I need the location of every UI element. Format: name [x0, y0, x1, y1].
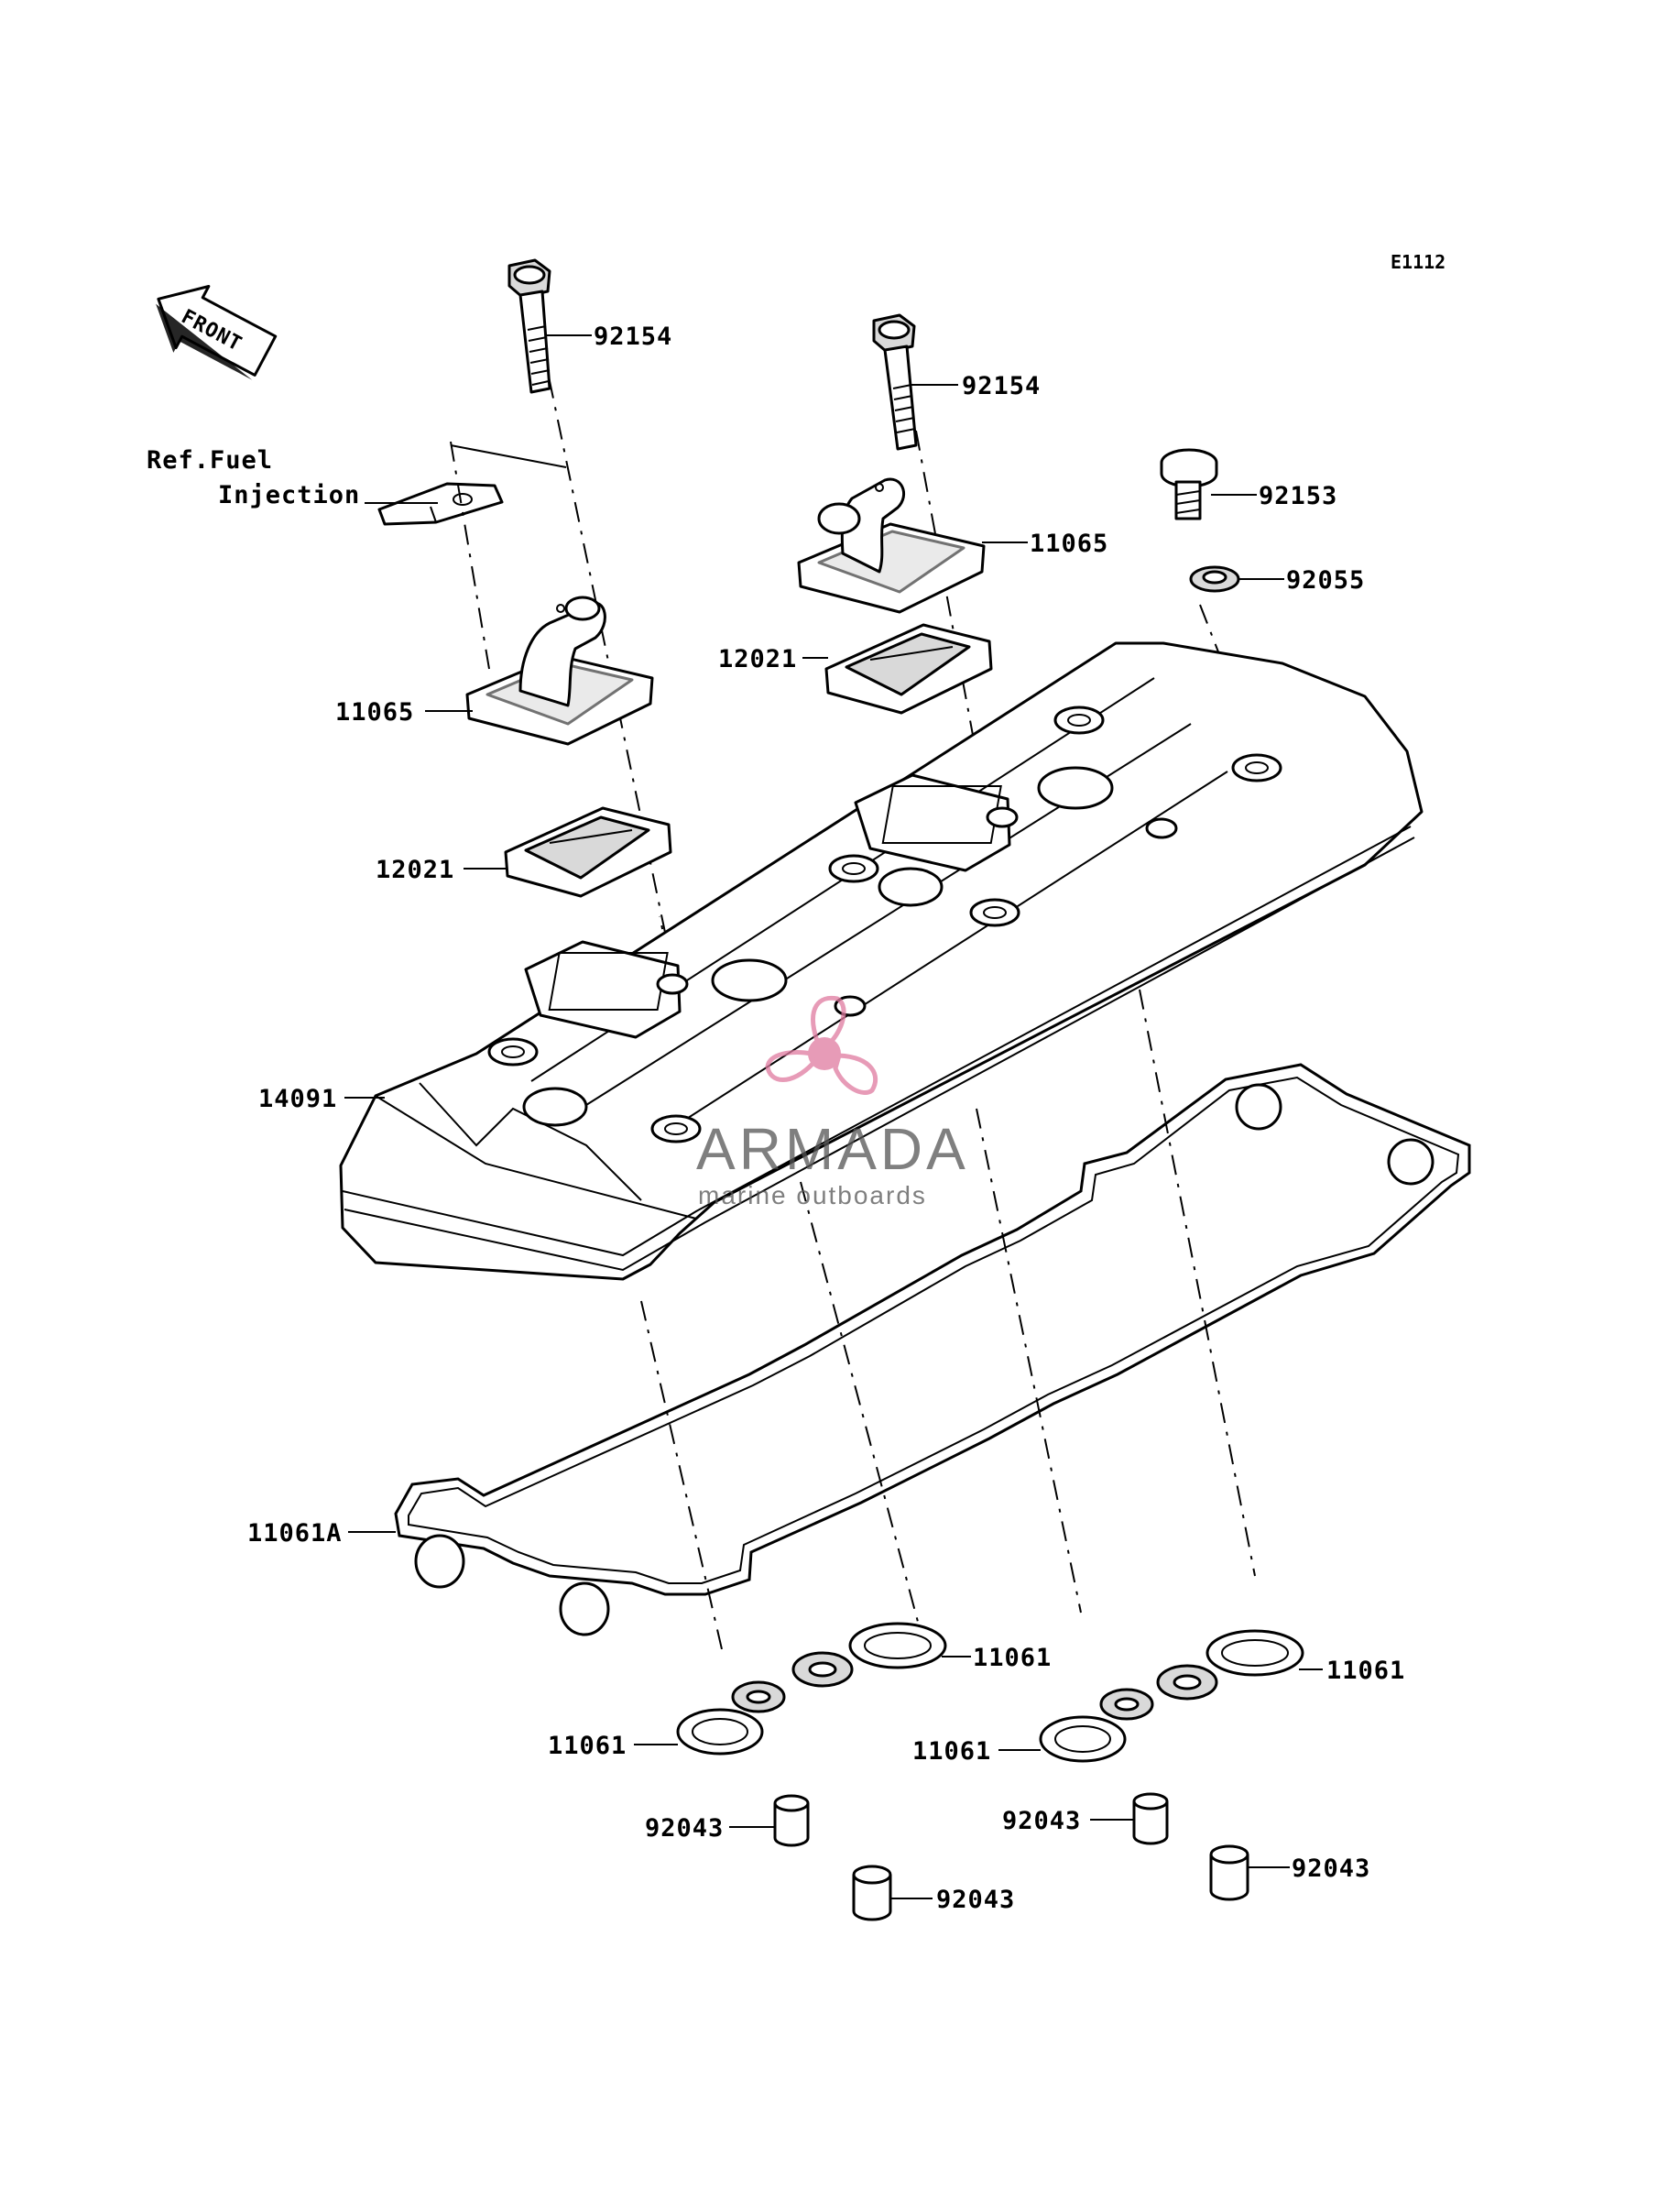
pin-92043-4: [1209, 1844, 1249, 1901]
callout-11061-2: 11061: [1326, 1657, 1405, 1685]
callout-11065-left: 11065: [335, 698, 414, 727]
bolt-92154-left: [507, 258, 551, 394]
callout-92154-left: 92154: [594, 323, 672, 351]
callout-11061-1: 11061: [973, 1644, 1052, 1672]
callout-92043-1: 92043: [645, 1814, 724, 1843]
callout-12021-right: 12021: [718, 645, 797, 673]
callout-12021-left: 12021: [376, 856, 454, 884]
callout-92153: 92153: [1259, 482, 1337, 510]
plug-gasket-set-left: [676, 1622, 947, 1756]
callout-11061A: 11061A: [247, 1519, 343, 1548]
plug-gasket-set-right: [1039, 1629, 1304, 1763]
washer-92055: [1189, 565, 1240, 593]
pin-92043-1: [773, 1794, 810, 1847]
watermark-brand: ARMADA: [696, 1116, 969, 1182]
callout-92154-right: 92154: [962, 372, 1041, 400]
callout-92055: 92055: [1286, 566, 1365, 595]
callout-92043-4: 92043: [1292, 1854, 1370, 1883]
bolt-92153: [1160, 448, 1218, 520]
propeller-logo-icon: [765, 995, 878, 1095]
bolt-92154-right: [872, 313, 918, 451]
callout-11061-4: 11061: [912, 1737, 991, 1766]
watermark-tagline: marine outboards: [698, 1181, 927, 1209]
reed-valve-left: [504, 806, 672, 898]
callout-92043-3: 92043: [1002, 1807, 1081, 1835]
reed-valve-right: [824, 623, 993, 715]
cylinder-head-cover: [339, 641, 1424, 1281]
breather-cover-right: [797, 477, 986, 614]
reference-line-2: Injection: [218, 481, 360, 509]
reference-line-1: Ref.Fuel: [147, 446, 273, 475]
front-arrow-icon: FRONT: [156, 284, 278, 380]
breather-cover-left: [465, 596, 654, 746]
fuel-injection-bracket: [377, 482, 504, 526]
diagram-code: E1112: [1391, 251, 1445, 273]
callout-11065-right: 11065: [1030, 530, 1108, 558]
head-cover-gasket: [394, 1063, 1471, 1636]
pin-92043-3: [1132, 1792, 1169, 1845]
callout-14091: 14091: [258, 1085, 337, 1113]
callout-11061-3: 11061: [548, 1732, 627, 1760]
watermark: ARMADA marine outboards: [696, 995, 969, 1209]
pin-92043-2: [852, 1865, 892, 1921]
callout-92043-2: 92043: [936, 1886, 1015, 1914]
